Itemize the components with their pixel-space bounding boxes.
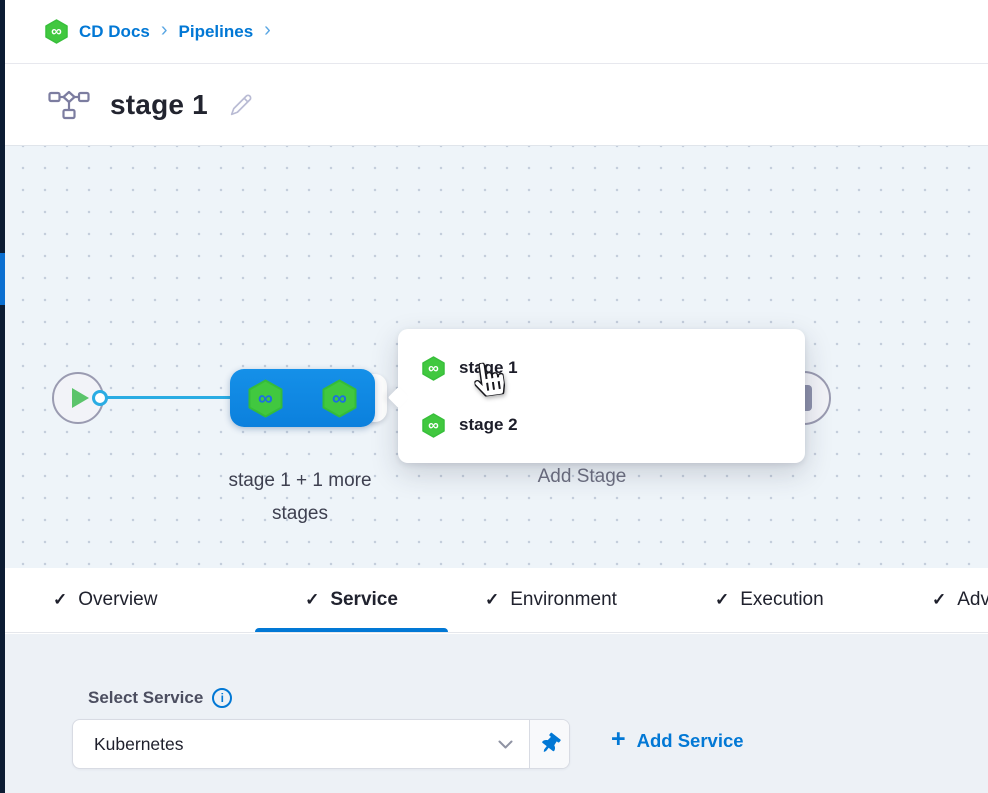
service-select[interactable]: Kubernetes xyxy=(94,733,184,754)
stage-config-tabs: ✓ Overview ✓ Service ✓ Environment ✓ Exe… xyxy=(5,568,988,633)
chevron-down-icon xyxy=(498,740,512,748)
active-tab-underline xyxy=(255,628,448,632)
pencil-icon xyxy=(228,93,253,118)
harness-stage-icon: ∞ xyxy=(422,355,445,381)
pipeline-edge xyxy=(104,396,232,399)
breadcrumb-item-cd-docs[interactable]: CD Docs xyxy=(79,21,150,41)
edit-stage-name-button[interactable] xyxy=(228,93,253,118)
check-icon: ✓ xyxy=(715,590,730,609)
check-icon: ✓ xyxy=(305,590,320,609)
start-node-port[interactable] xyxy=(92,390,108,406)
check-icon: ✓ xyxy=(932,590,947,609)
stage-group-node[interactable]: ∞ ∞ xyxy=(230,369,375,427)
harness-stage-icon: ∞ xyxy=(322,379,357,418)
pushpin-icon xyxy=(541,732,561,752)
hand-cursor-icon xyxy=(473,362,506,401)
harness-project-icon: ∞ xyxy=(45,19,68,44)
left-nav-active-indicator xyxy=(0,253,5,305)
stage-group-label: stage 1 + 1 more stages xyxy=(228,470,372,524)
pin-service-button[interactable] xyxy=(529,720,569,768)
left-nav-rail[interactable] xyxy=(0,0,5,793)
stage-title-bar: stage 1 xyxy=(5,65,988,145)
select-service-label-row: Select Service i xyxy=(88,688,233,708)
service-tab-panel: Select Service i Kubernetes + Add Servic… xyxy=(5,634,988,793)
popup-arrow xyxy=(387,386,410,409)
tab-service[interactable]: ✓ Service xyxy=(255,568,448,632)
page-title: stage 1 xyxy=(110,89,208,120)
harness-stage-icon: ∞ xyxy=(422,412,445,438)
pipeline-flowchart-icon xyxy=(48,89,90,121)
stage-menu-item-1[interactable]: ∞ stage 1 xyxy=(422,348,781,388)
info-icon[interactable]: i xyxy=(212,688,233,708)
tab-environment[interactable]: ✓ Environment xyxy=(485,589,617,610)
service-select-control: Kubernetes xyxy=(72,719,570,769)
harness-stage-icon: ∞ xyxy=(248,379,283,418)
select-dropdown-toggle[interactable] xyxy=(481,720,529,768)
select-service-label: Select Service xyxy=(88,688,204,707)
pipeline-canvas[interactable]: ∞ ∞ stage 1 + 1 more stages Add Stage ∞ … xyxy=(5,145,988,568)
plus-icon: + xyxy=(611,725,626,753)
stage-menu-item-2[interactable]: ∞ stage 2 xyxy=(422,405,781,445)
chevron-right-icon: › xyxy=(264,19,271,41)
chevron-right-icon: › xyxy=(160,19,168,41)
tab-overview[interactable]: ✓ Overview xyxy=(53,589,158,610)
add-stage-label[interactable]: Add Stage xyxy=(537,466,627,487)
add-service-button[interactable]: + Add Service xyxy=(611,725,744,753)
check-icon: ✓ xyxy=(53,590,68,609)
breadcrumb: ∞ CD Docs › Pipelines › xyxy=(5,0,988,64)
breadcrumb-item-pipelines[interactable]: Pipelines xyxy=(178,21,254,41)
stage-selector-popup: ∞ stage 1 ∞ stage 2 xyxy=(387,329,805,463)
tab-advanced[interactable]: ✓ Advanced xyxy=(932,589,988,610)
play-icon xyxy=(72,388,89,408)
tab-execution[interactable]: ✓ Execution xyxy=(715,589,824,610)
check-icon: ✓ xyxy=(485,590,500,609)
